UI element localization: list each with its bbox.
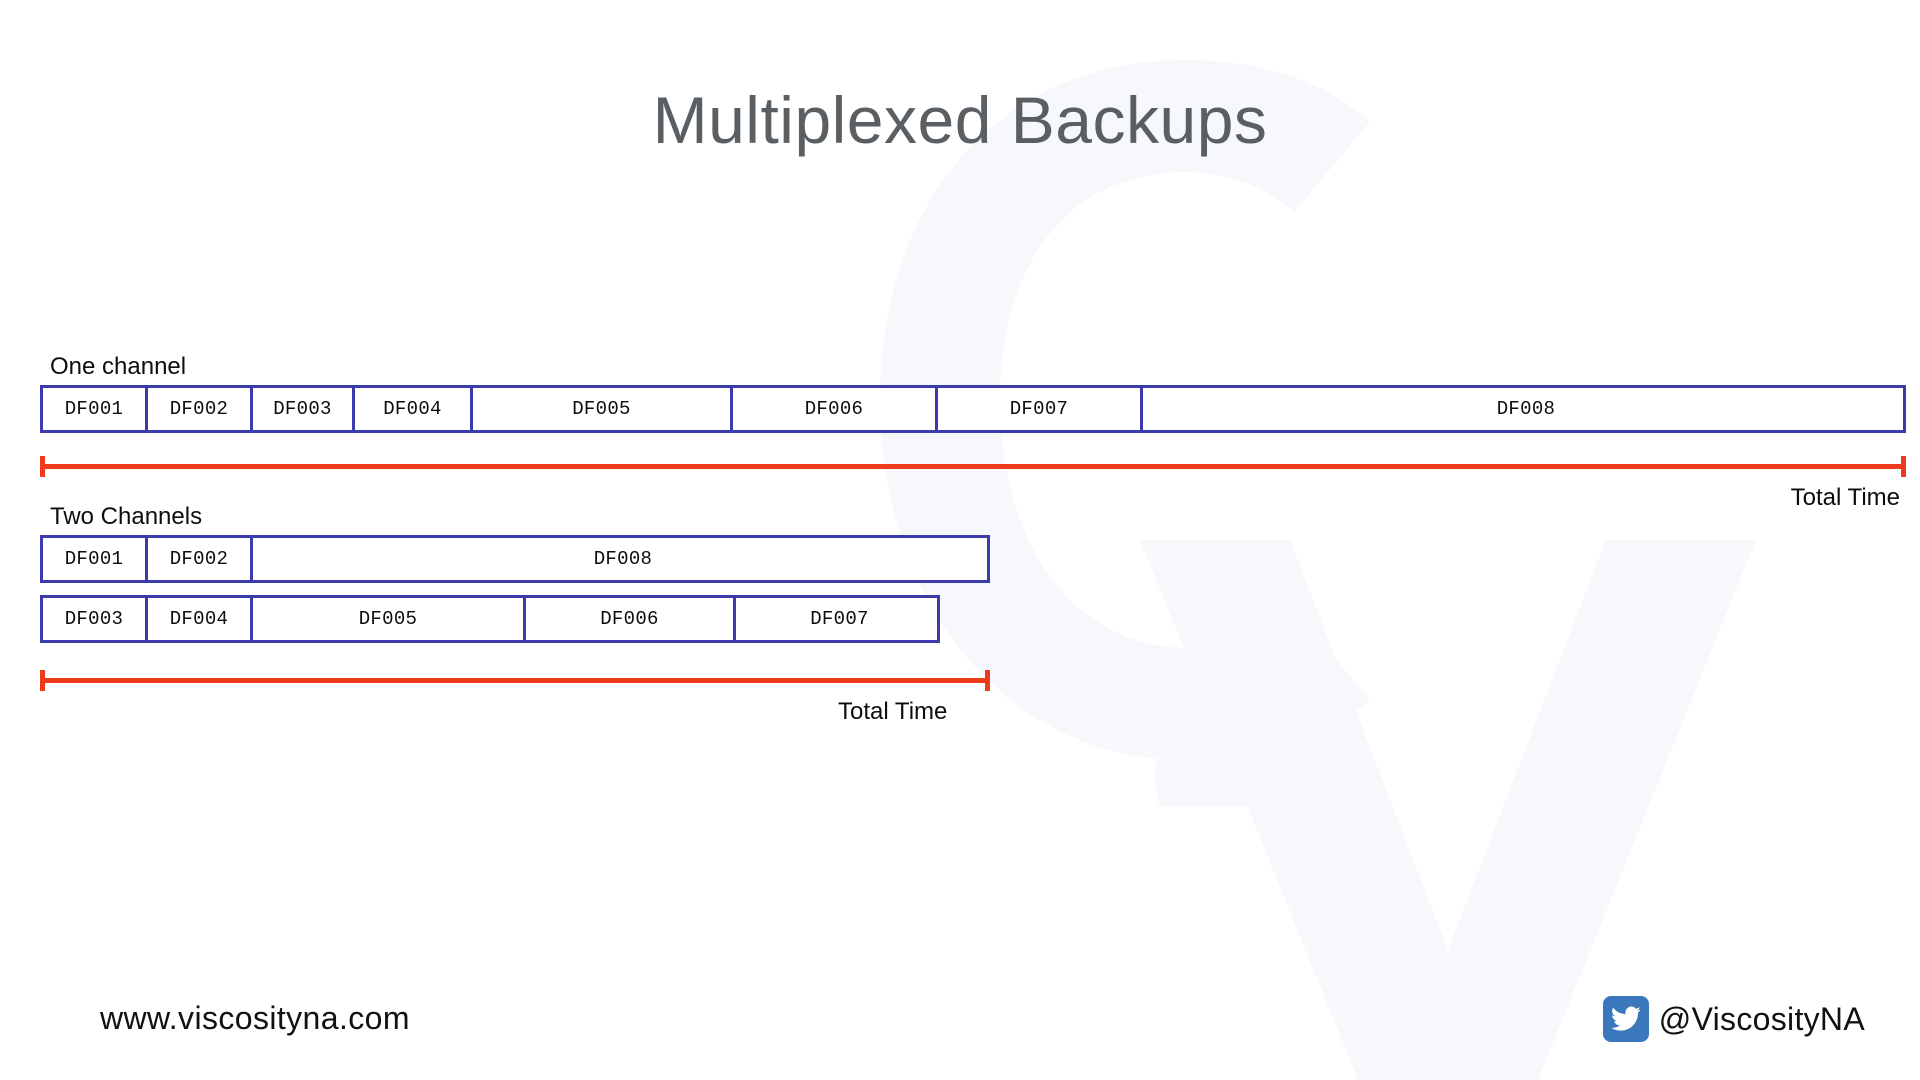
segment-channel-b-df005: DF005: [250, 598, 523, 640]
total-time-caption-one-channel: Total Time: [1790, 484, 1900, 511]
total-time-rule-one-channel: [40, 456, 1906, 477]
segment-channel-a-df001: DF001: [64, 548, 124, 570]
segment-one-channel-df005: DF005: [470, 388, 730, 430]
segment-one-channel-df001: DF001: [64, 398, 124, 420]
section-label-one-channel: One channel: [50, 353, 187, 380]
segment-channel-b-df007: DF007: [733, 598, 943, 640]
segment-channel-a-df002: DF002: [145, 538, 250, 580]
twitter-bird-icon: [1602, 996, 1649, 1042]
segment-one-channel-df006: DF006: [730, 388, 935, 430]
page-title: Multiplexed Backups: [652, 83, 1268, 158]
footer-website: www.viscosityna.com: [100, 1000, 410, 1036]
section-label-two-channels: Two Channels: [50, 503, 203, 530]
segment-channel-b-df004: DF004: [145, 598, 250, 640]
segment-one-channel-df007: DF007: [935, 388, 1140, 430]
segment-channel-b-df006: DF006: [523, 598, 733, 640]
segment-one-channel-df008: DF008: [1140, 388, 1909, 430]
footer-social-handle: @ViscosityNA: [1658, 1000, 1865, 1037]
segment-one-channel-df002: DF002: [145, 388, 250, 430]
segment-channel-b-df003: DF003: [64, 608, 124, 630]
segment-one-channel-df003: DF003: [250, 388, 352, 430]
total-time-caption-two-channels: Total Time: [838, 698, 948, 725]
footer-social: @ViscosityNA: [1602, 996, 1865, 1042]
total-time-rule-two-channels: [40, 670, 990, 691]
segment-one-channel-df004: DF004: [352, 388, 470, 430]
segment-channel-a-df008: DF008: [250, 538, 993, 580]
